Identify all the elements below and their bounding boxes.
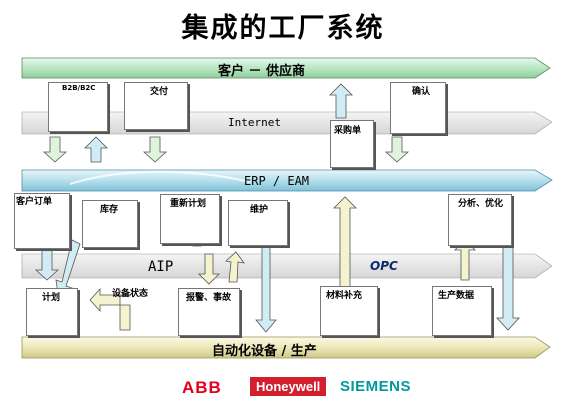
- delivery-label: 交付: [150, 87, 169, 97]
- maintenance-box: [228, 200, 288, 246]
- internet-label: Internet: [228, 116, 281, 129]
- replan-box: [160, 194, 220, 244]
- plan-label: 计划: [42, 293, 61, 303]
- siemens-logo: SIEMENS: [340, 378, 412, 395]
- erp-eam-label: ERP / EAM: [244, 174, 310, 188]
- confirm-box: [390, 82, 446, 134]
- aip-band: [21, 253, 553, 279]
- delivery-box: [124, 82, 188, 130]
- inventory-label: 库存: [100, 205, 119, 215]
- inventory-box: [82, 200, 138, 248]
- material-label: 材料补充: [326, 291, 363, 301]
- plan-box: [26, 288, 78, 336]
- automation-band: [21, 336, 551, 359]
- b2b-box: [48, 82, 108, 132]
- erp-band: [21, 169, 553, 192]
- alarm-box: [178, 288, 240, 336]
- page-title: 集成的工厂系统: [181, 13, 385, 44]
- analysis-box: [448, 194, 512, 246]
- abb-logo: ABB: [182, 378, 222, 397]
- automation-label: 自动化设备 / 生产: [212, 344, 317, 359]
- purchase-order-label: 采购单: [334, 126, 362, 136]
- customer-order-label: 客户订单: [16, 197, 53, 207]
- production-data-label: 生产数据: [438, 291, 475, 301]
- purchase-order-box: [330, 120, 374, 168]
- maintenance-label: 维护: [250, 205, 269, 215]
- aip-label: AIP: [148, 259, 174, 275]
- confirm-label: 确认: [412, 87, 431, 97]
- analysis-label: 分析、优化: [458, 199, 504, 209]
- honeywell-logo: Honeywell: [250, 377, 327, 396]
- equipment-status-label: 设备状态: [112, 289, 149, 299]
- customer-supplier-label: 客户 － 供应商: [218, 64, 306, 79]
- customer-supplier-band: [21, 57, 551, 79]
- production-data-box: [432, 286, 492, 336]
- customer-order-box: [14, 193, 70, 249]
- replan-label: 重新计划: [170, 199, 207, 209]
- opc-logo: OPC: [370, 259, 398, 273]
- alarm-label: 报警、事故: [186, 293, 232, 303]
- b2b-label: B2B/B2C: [62, 84, 96, 92]
- material-box: [320, 286, 378, 336]
